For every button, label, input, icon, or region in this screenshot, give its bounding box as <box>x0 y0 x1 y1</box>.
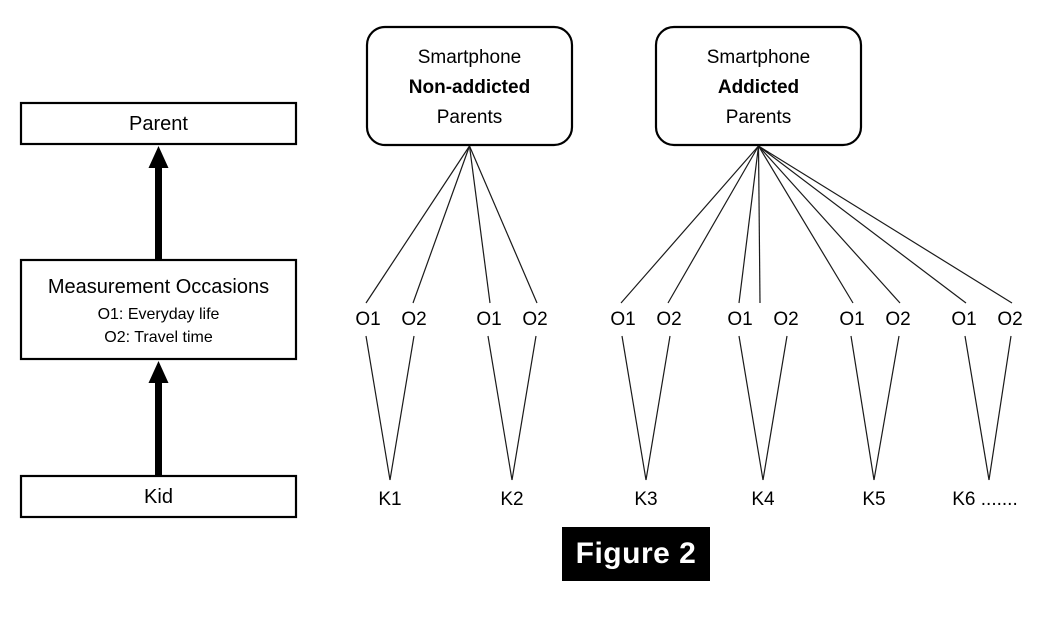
arrow-kid-to-occasions-icon <box>148 361 169 476</box>
group-addicted: Smartphone Addicted Parents O1 O2 O1 <box>610 25 1023 510</box>
edge-line <box>365 145 471 304</box>
edge-line <box>621 335 647 481</box>
legend-box-measurement-occasions-rect <box>19 258 298 361</box>
edges-occasions-to-kids-addicted <box>621 335 1012 481</box>
edge-line <box>365 335 391 481</box>
edge-line <box>758 145 901 304</box>
legend-box-measurement-occasions[interactable]: Measurement Occasions O1: Everyday life … <box>19 258 298 361</box>
edges-addicted-to-occasions <box>620 145 1013 304</box>
kid-label[interactable]: K3 <box>634 489 657 510</box>
edge-line <box>757 145 854 304</box>
group-addicted-rect <box>654 25 863 147</box>
edge-line <box>738 145 760 304</box>
kid-label[interactable]: K2 <box>500 489 523 510</box>
group-addicted-line2: Addicted <box>718 77 799 98</box>
group-addicted-line3: Parents <box>726 107 791 128</box>
group-non-addicted-line1: Smartphone <box>418 47 522 68</box>
kid-labels-addicted: K3 K4 K5 K6 ....... <box>634 489 1017 510</box>
group-non-addicted-box[interactable]: Smartphone Non-addicted Parents <box>365 25 574 147</box>
legend-box-parent-label: Parent <box>129 113 188 135</box>
occasion-label[interactable]: O1 <box>839 309 864 330</box>
edge-line <box>468 145 538 304</box>
arrow-head-up-icon <box>148 361 169 383</box>
legend-box-parent[interactable]: Parent <box>19 101 298 146</box>
edge-line <box>511 335 537 481</box>
kid-labels-non-addicted: K1 K2 <box>378 489 523 510</box>
edge-line <box>757 145 761 304</box>
occasion-label[interactable]: O2 <box>885 309 910 330</box>
edge-line <box>620 145 759 304</box>
edge-line <box>758 145 967 304</box>
legend-column: Parent Measurement Occasions O1: Everyda… <box>19 101 298 519</box>
edge-line <box>389 335 415 481</box>
edge-line <box>645 335 671 481</box>
legend-box-parent-rect <box>19 101 298 146</box>
edge-line <box>667 145 760 304</box>
occasion-label[interactable]: O1 <box>610 309 635 330</box>
group-non-addicted-line3: Parents <box>437 107 502 128</box>
occasion-label[interactable]: O1 <box>355 309 380 330</box>
legend-box-kid-rect <box>19 474 298 519</box>
edges-occasions-to-kids-non-addicted <box>365 335 537 481</box>
legend-box-kid[interactable]: Kid <box>19 474 298 519</box>
occasion-label[interactable]: O2 <box>401 309 426 330</box>
group-addicted-box[interactable]: Smartphone Addicted Parents <box>654 25 863 147</box>
edge-line <box>988 335 1012 481</box>
occasion-label[interactable]: O2 <box>997 309 1022 330</box>
edges-non-addicted-to-occasions <box>365 145 538 304</box>
legend-box-kid-label: Kid <box>144 486 173 508</box>
occasion-label[interactable]: O1 <box>727 309 752 330</box>
arrow-shaft <box>155 166 162 261</box>
occasion-label[interactable]: O1 <box>951 309 976 330</box>
group-non-addicted: Smartphone Non-addicted Parents O1 O2 O1… <box>355 25 574 510</box>
occasion-label[interactable]: O1 <box>476 309 501 330</box>
edge-line <box>738 335 764 481</box>
legend-occasion-o2-description: O2: Travel time <box>104 329 213 346</box>
edge-line <box>487 335 513 481</box>
edge-line <box>758 145 1013 304</box>
edge-line <box>762 335 788 481</box>
group-non-addicted-rect <box>365 25 574 147</box>
kid-label[interactable]: K1 <box>378 489 401 510</box>
arrow-occasions-to-parent-icon <box>148 146 169 261</box>
edge-line <box>873 335 900 481</box>
group-addicted-line1: Smartphone <box>707 47 811 68</box>
kid-label[interactable]: K6 ....... <box>952 489 1017 510</box>
figure-caption: Figure 2 <box>562 527 710 581</box>
arrow-shaft <box>155 381 162 476</box>
edge-line <box>412 145 471 304</box>
edge-line <box>964 335 990 481</box>
kid-label[interactable]: K4 <box>751 489 775 510</box>
occasion-labels-addicted: O1 O2 O1 O2 O1 O2 O1 O2 <box>610 309 1022 330</box>
edge-line <box>468 145 491 304</box>
group-non-addicted-line2: Non-addicted <box>409 77 530 98</box>
legend-occasion-o1-description: O1: Everyday life <box>98 306 220 323</box>
edge-line <box>850 335 875 481</box>
occasion-label[interactable]: O2 <box>522 309 547 330</box>
occasion-labels-non-addicted: O1 O2 O1 O2 <box>355 309 547 330</box>
arrow-head-up-icon <box>148 146 169 168</box>
legend-box-measurement-occasions-label: Measurement Occasions <box>48 276 269 298</box>
kid-label[interactable]: K5 <box>862 489 885 510</box>
occasion-label[interactable]: O2 <box>656 309 681 330</box>
occasion-label[interactable]: O2 <box>773 309 798 330</box>
